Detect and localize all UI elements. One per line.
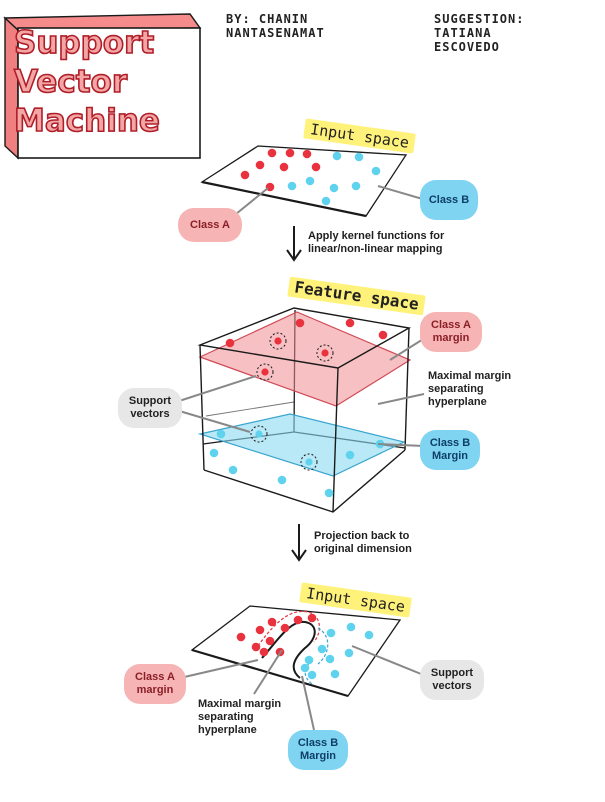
feature-point xyxy=(321,349,329,357)
bottom-class-a-connector xyxy=(179,659,259,679)
bottom-point xyxy=(346,622,356,632)
feature-space-cube xyxy=(197,307,412,513)
top-point xyxy=(351,181,361,191)
feature-point xyxy=(228,465,238,475)
projection-step-text: Projection back to original dimension xyxy=(314,530,412,555)
feature-support-vector-rings xyxy=(250,332,334,471)
top-point xyxy=(371,166,381,176)
title-line-1: Support xyxy=(13,24,155,62)
top-plane-points xyxy=(240,148,381,206)
class-a-margin-plane xyxy=(198,311,412,407)
bottom-point xyxy=(325,654,335,664)
feature-class-b-margin-label: Class B Margin xyxy=(420,430,480,470)
bottom-plane-points xyxy=(236,613,374,680)
bottom-sv-connector xyxy=(351,645,427,677)
suggestion-credit: SUGGESTION: TATIANA ESCOVEDO xyxy=(434,12,525,54)
bottom-point xyxy=(265,636,275,646)
feature-point xyxy=(305,458,313,466)
top-point xyxy=(285,148,295,158)
top-input-plane xyxy=(200,145,408,218)
top-point xyxy=(240,170,250,180)
bottom-point xyxy=(364,630,374,640)
top-point xyxy=(311,162,321,172)
bottom-class-b-margin-label: Class B Margin xyxy=(288,730,348,770)
title-line-3: Machine xyxy=(13,102,161,140)
top-point xyxy=(287,181,297,191)
bottom-point xyxy=(267,617,277,627)
bottom-point xyxy=(326,628,336,638)
top-point xyxy=(267,148,277,158)
bottom-point xyxy=(293,615,303,625)
top-class-b-label: Class B xyxy=(420,180,478,220)
top-class-b-connector xyxy=(377,185,427,201)
bottom-point xyxy=(236,632,246,642)
feature-point xyxy=(324,488,334,498)
bottom-hyperplane-curve xyxy=(261,620,316,679)
bottom-point xyxy=(307,670,317,680)
top-point xyxy=(305,176,315,186)
feature-point xyxy=(277,475,287,485)
bottom-point xyxy=(300,663,310,673)
bottom-point xyxy=(259,647,269,657)
feature-point xyxy=(225,338,235,348)
top-point xyxy=(255,160,265,170)
feature-sv-connector-1 xyxy=(175,375,257,403)
feature-point xyxy=(261,368,269,376)
feature-point xyxy=(216,429,226,439)
top-point xyxy=(302,149,312,159)
bottom-class-a-margin-label: Class A margin xyxy=(124,664,186,704)
bottom-hyperplane-connector xyxy=(253,649,283,695)
feature-point xyxy=(345,450,355,460)
bottom-point xyxy=(330,669,340,679)
feature-point xyxy=(274,337,282,345)
feature-space-points xyxy=(209,318,388,498)
title-card: Support Vector Machine xyxy=(13,24,200,154)
top-point xyxy=(279,162,289,172)
top-point xyxy=(329,183,339,193)
title-card-box xyxy=(3,13,202,160)
feature-hyperplane-label: Maximal margin separating hyperplane xyxy=(428,370,512,408)
feature-class-b-connector xyxy=(377,443,425,447)
top-point xyxy=(354,152,364,162)
bottom-point xyxy=(251,642,261,652)
feature-support-vectors-label: Support vectors xyxy=(118,388,182,428)
class-b-margin-plane xyxy=(197,413,406,477)
bottom-point xyxy=(307,613,317,623)
kernel-step-text: Apply kernel functions for linear/non-li… xyxy=(308,230,445,255)
bottom-point xyxy=(344,648,354,658)
feature-point xyxy=(255,430,263,438)
bottom-hyperplane-label: Maximal margin separating hyperplane xyxy=(198,698,282,736)
feature-point xyxy=(378,330,388,340)
feature-class-a-margin-label: Class A margin xyxy=(420,312,482,352)
down-arrow-icon xyxy=(291,524,307,562)
bottom-point xyxy=(255,625,265,635)
feature-point xyxy=(345,318,355,328)
feature-hyperplane-connector xyxy=(377,393,425,405)
bottom-support-vectors-label: Support vectors xyxy=(420,660,484,700)
feature-sv-connector-2 xyxy=(175,409,251,433)
bottom-point xyxy=(280,623,290,633)
top-point xyxy=(332,151,342,161)
bottom-point xyxy=(317,644,327,654)
title-line-2: Vector xyxy=(13,63,128,101)
bottom-point xyxy=(304,655,314,665)
top-point xyxy=(321,196,331,206)
author-credit: BY: CHANIN NANTASENAMAT xyxy=(226,12,325,40)
top-class-a-label: Class A xyxy=(178,208,242,242)
bottom-class-b-connector xyxy=(301,675,315,731)
feature-point xyxy=(295,318,305,328)
feature-point xyxy=(209,448,219,458)
top-class-a-connector xyxy=(235,187,269,215)
down-arrow-icon xyxy=(286,226,302,262)
